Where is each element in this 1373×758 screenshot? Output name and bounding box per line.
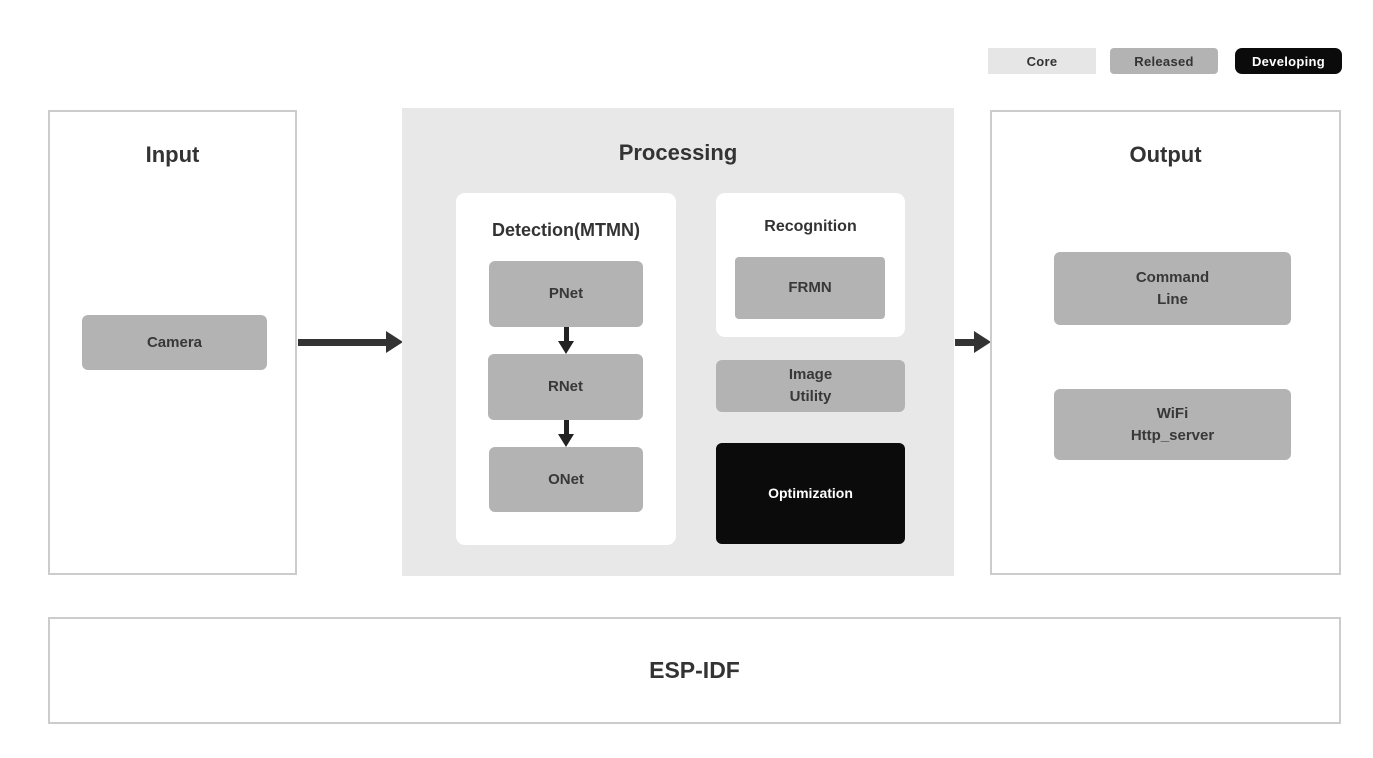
esp-idf-label: ESP-IDF: [649, 657, 740, 683]
onet-node: ONet: [489, 447, 643, 512]
detection-subpanel: Detection(MTMN) PNet RNet ONet: [456, 193, 676, 545]
arrow-input-to-processing: [298, 331, 403, 353]
wifi-http-server-node: WiFi Http_server: [1054, 389, 1291, 460]
legend-badge-developing: Developing: [1235, 48, 1342, 74]
arrow-processing-to-output: [955, 331, 991, 353]
recognition-subpanel-title: Recognition: [764, 218, 857, 235]
arrow-shaft: [563, 420, 569, 435]
output-panel-title: Output: [1129, 142, 1202, 167]
pnet-node: PNet: [489, 261, 643, 327]
optimization-node: Optimization: [716, 443, 905, 544]
frmn-node: FRMN: [735, 257, 885, 319]
arrow-shaft: [298, 338, 388, 346]
esp-idf-panel: ESP-IDF: [48, 617, 1341, 724]
arrow-head-down-icon: [558, 434, 574, 447]
recognition-subpanel: Recognition FRMN: [716, 193, 905, 337]
input-panel-title: Input: [145, 142, 200, 167]
camera-node: Camera: [82, 315, 267, 370]
arrow-head-down-icon: [558, 341, 574, 354]
detection-subpanel-title: Detection(MTMN): [492, 220, 640, 240]
arrow-rnet-to-onet: [557, 420, 575, 447]
processing-panel: Processing Detection(MTMN) PNet RNet ONe…: [402, 108, 954, 576]
rnet-node: RNet: [488, 354, 643, 420]
legend-badge-core: Core: [988, 48, 1096, 74]
arrow-head-right-icon: [974, 331, 991, 353]
arrow-shaft: [955, 338, 977, 346]
image-utility-node: Image Utility: [716, 360, 905, 412]
command-line-node: Command Line: [1054, 252, 1291, 325]
processing-panel-title: Processing: [618, 140, 738, 165]
input-panel: Input Camera: [48, 110, 297, 575]
arrow-head-right-icon: [386, 331, 403, 353]
output-panel: Output Command Line WiFi Http_server: [990, 110, 1341, 575]
arrow-shaft: [563, 327, 569, 342]
arrow-pnet-to-rnet: [557, 327, 575, 354]
legend-badge-released: Released: [1110, 48, 1218, 74]
